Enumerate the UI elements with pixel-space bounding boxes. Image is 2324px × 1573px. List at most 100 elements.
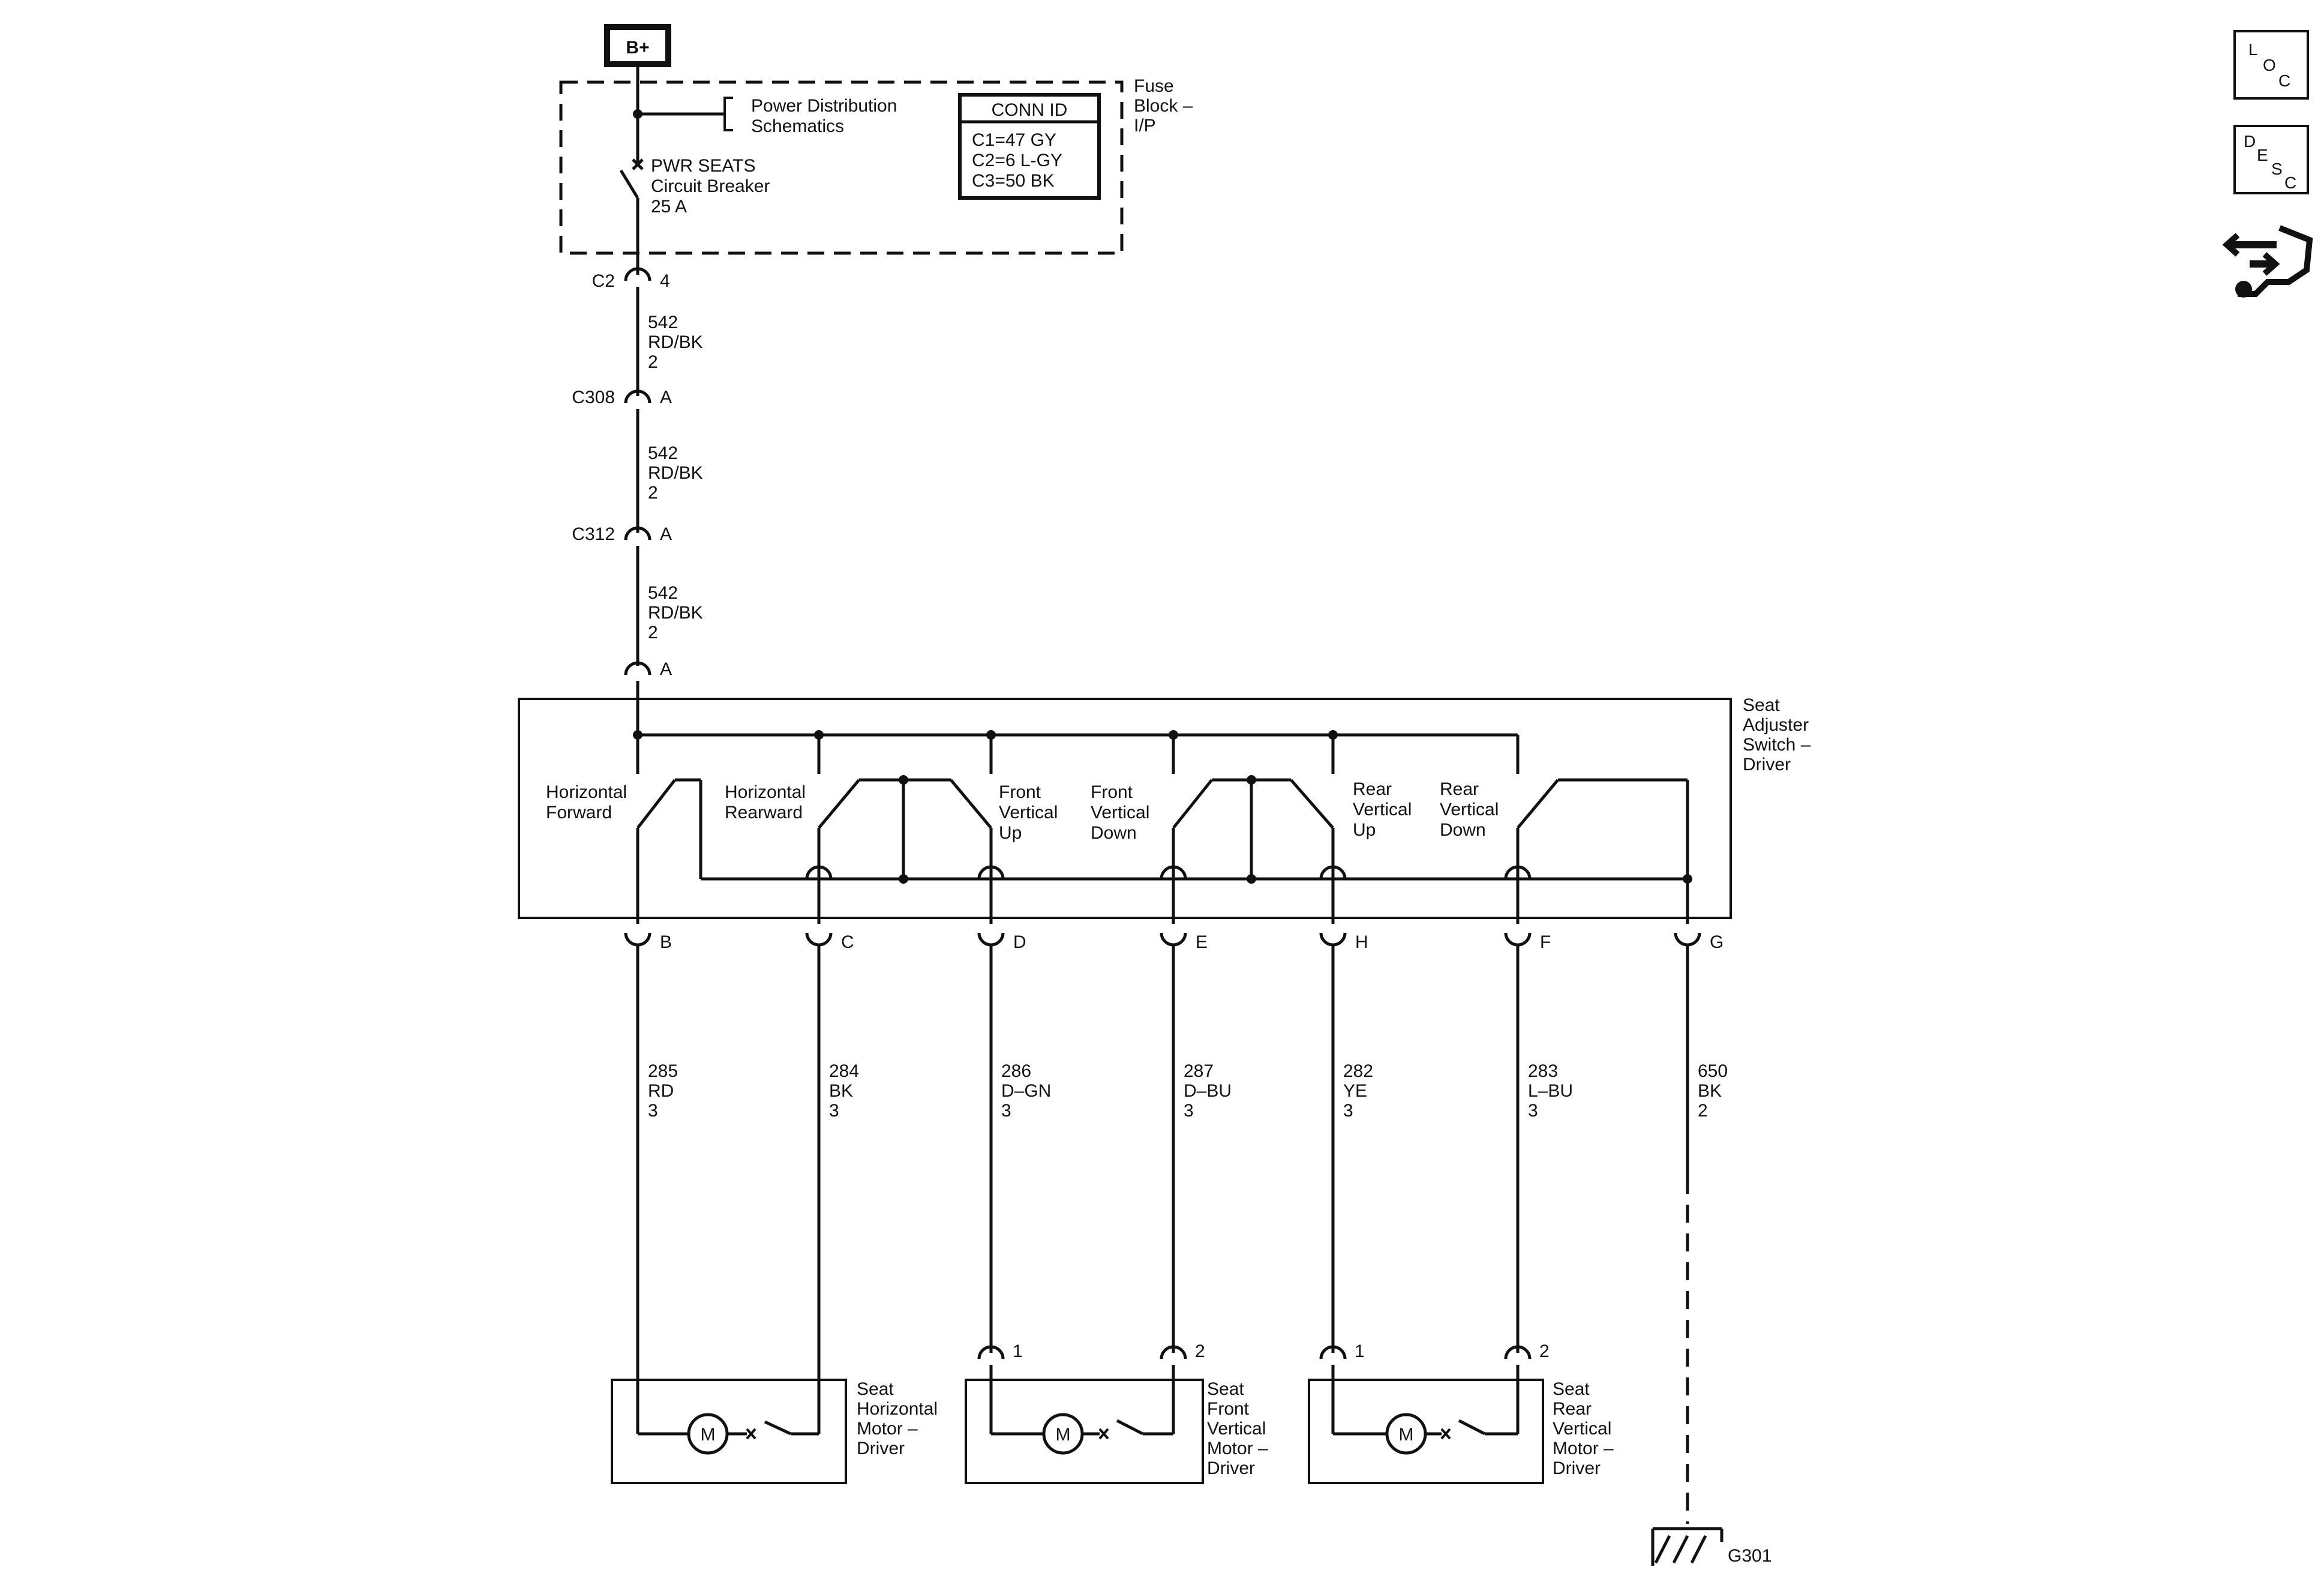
- wire-label-line: RD: [648, 1081, 674, 1101]
- wire-label-line: 286: [1001, 1061, 1031, 1081]
- contact-label-line: Rear: [1353, 779, 1392, 799]
- loc-icon[interactable]: L O C: [2233, 30, 2309, 100]
- wire-label-line: 287: [1184, 1061, 1214, 1081]
- wire-label-line: 542: [648, 443, 678, 463]
- pin-label: D: [1013, 932, 1026, 952]
- seat-front-vertical-motor: 1 2 M Seat Front Vertical Motor – Driver: [965, 1341, 1268, 1484]
- seat-horizontal-motor: M Seat Horizontal Motor – Driver: [611, 1379, 938, 1484]
- connector-tool-icon[interactable]: [2222, 225, 2313, 298]
- contact-label-line: Vertical: [1353, 800, 1412, 819]
- motor-name-line: Vertical: [1207, 1419, 1266, 1439]
- contact-label-line: Horizontal: [546, 782, 627, 802]
- wire-label-line: D–BU: [1184, 1081, 1232, 1101]
- wire-label-line: 542: [648, 313, 678, 332]
- connector-pin: A: [660, 388, 672, 407]
- wire-label-line: 3: [1343, 1101, 1353, 1121]
- wire-label-line: 2: [648, 623, 658, 643]
- contact-label-line: Front: [1091, 782, 1133, 802]
- wire-label-line: 284: [829, 1061, 859, 1081]
- conn-id-row: C3=50 BK: [972, 171, 1055, 191]
- wire-label-line: 650: [1698, 1061, 1728, 1081]
- power-source: B+: [604, 24, 671, 67]
- conn-id-title: CONN ID: [992, 100, 1068, 120]
- motor-pin-label: 2: [1539, 1341, 1550, 1361]
- pin-label: C: [841, 932, 854, 952]
- conn-id-table: CONN ID C1=47 GY C2=6 L-GY C3=50 BK: [958, 93, 1101, 200]
- pin-label: G: [1710, 932, 1724, 952]
- pin-label: B: [660, 932, 672, 952]
- motor-symbol: M: [1056, 1425, 1071, 1445]
- motor-name-line: Horizontal: [857, 1399, 938, 1419]
- fuse-block-name-line: Fuse: [1134, 76, 1174, 96]
- ground-label: G301: [1728, 1546, 1771, 1566]
- wire-label-line: YE: [1343, 1081, 1367, 1101]
- wire-label-line: 3: [1528, 1101, 1538, 1121]
- ground-symbol: G301: [1651, 1527, 1771, 1566]
- switch-output-pins: B C D E H F G: [624, 932, 1724, 952]
- motor-symbol: M: [701, 1425, 716, 1445]
- connector-name: C2: [592, 271, 615, 291]
- contact-label-line: Vertical: [999, 803, 1058, 822]
- wire-label-line: 3: [1001, 1101, 1011, 1121]
- fuse-block-name-line: Block –: [1134, 96, 1193, 116]
- switch-name-line: Adjuster: [1743, 715, 1809, 735]
- wire-label-line: 2: [1698, 1101, 1708, 1121]
- contact-label-line: Down: [1091, 823, 1137, 843]
- motor-name-line: Driver: [1207, 1458, 1255, 1478]
- motor-name-line: Seat: [1553, 1379, 1590, 1399]
- svg-text:S: S: [2271, 160, 2283, 178]
- motor-name-line: Rear: [1553, 1399, 1592, 1419]
- wire-label-line: 283: [1528, 1061, 1558, 1081]
- wire-label-line: 542: [648, 583, 678, 603]
- wire-label-line: RD/BK: [648, 603, 703, 623]
- breaker-line: PWR SEATS: [651, 156, 755, 176]
- wire-label-line: 2: [648, 483, 658, 503]
- motor-name-line: Vertical: [1553, 1419, 1611, 1439]
- contact-label-line: Rear: [1440, 779, 1479, 799]
- breaker-line: Circuit Breaker: [651, 176, 770, 196]
- connector-pin: A: [660, 524, 672, 544]
- seat-adjuster-switch: Seat Adjuster Switch – Driver: [518, 695, 1811, 924]
- pin-label: F: [1540, 932, 1551, 952]
- svg-text:E: E: [2257, 146, 2268, 164]
- connector-name: C312: [572, 524, 615, 544]
- wire-label-line: 2: [648, 352, 658, 372]
- motor-name-line: Driver: [857, 1439, 905, 1458]
- contact-label-line: Vertical: [1091, 803, 1149, 822]
- switch-name-line: Seat: [1743, 695, 1780, 715]
- circuit-breaker-symbol: [619, 158, 644, 258]
- svg-text:D: D: [2244, 132, 2256, 151]
- wire-label-line: 282: [1343, 1061, 1373, 1081]
- contact-label-line: Vertical: [1440, 800, 1499, 819]
- svg-text:C: C: [2284, 173, 2296, 192]
- wire-label-line: 3: [829, 1101, 839, 1121]
- conn-id-row: C2=6 L-GY: [972, 151, 1062, 170]
- connector-pin: A: [660, 659, 672, 679]
- power-source-label: B+: [626, 38, 649, 58]
- pin-label: E: [1196, 932, 1208, 952]
- wire-label-line: D–GN: [1001, 1081, 1051, 1101]
- svg-text:L: L: [2248, 40, 2258, 59]
- svg-text:O: O: [2263, 56, 2276, 74]
- contact-label-line: Forward: [546, 803, 612, 822]
- connector-name: C308: [572, 388, 615, 407]
- desc-icon[interactable]: D E S C: [2233, 125, 2309, 194]
- wire-label-line: RD/BK: [648, 463, 703, 483]
- fuse-block-name-line: I/P: [1134, 116, 1156, 136]
- switch-name-line: Driver: [1743, 755, 1791, 775]
- motor-pin-label: 2: [1195, 1341, 1205, 1361]
- motor-name-line: Motor –: [857, 1419, 918, 1439]
- wire-label-line: 285: [648, 1061, 678, 1081]
- contact-label-line: Down: [1440, 820, 1486, 840]
- feed-circuit: C2 4 542 RD/BK 2 C308 A 542 RD/BK 2 C312…: [572, 258, 703, 735]
- motor-name-line: Driver: [1553, 1458, 1601, 1478]
- motor-pin-label: 1: [1013, 1341, 1023, 1361]
- wire-label-line: BK: [1698, 1081, 1722, 1101]
- contact-label-line: Up: [1353, 820, 1376, 840]
- reference-line: Power Distribution: [751, 96, 897, 116]
- breaker-line: 25 A: [651, 197, 687, 217]
- seat-rear-vertical-motor: 1 2 M Seat Rear Vertical Motor – Driver: [1308, 1341, 1614, 1484]
- connector-pin: 4: [660, 271, 670, 291]
- fuse-block: Fuse Block – I/P Power Distribution Sche…: [559, 64, 1193, 258]
